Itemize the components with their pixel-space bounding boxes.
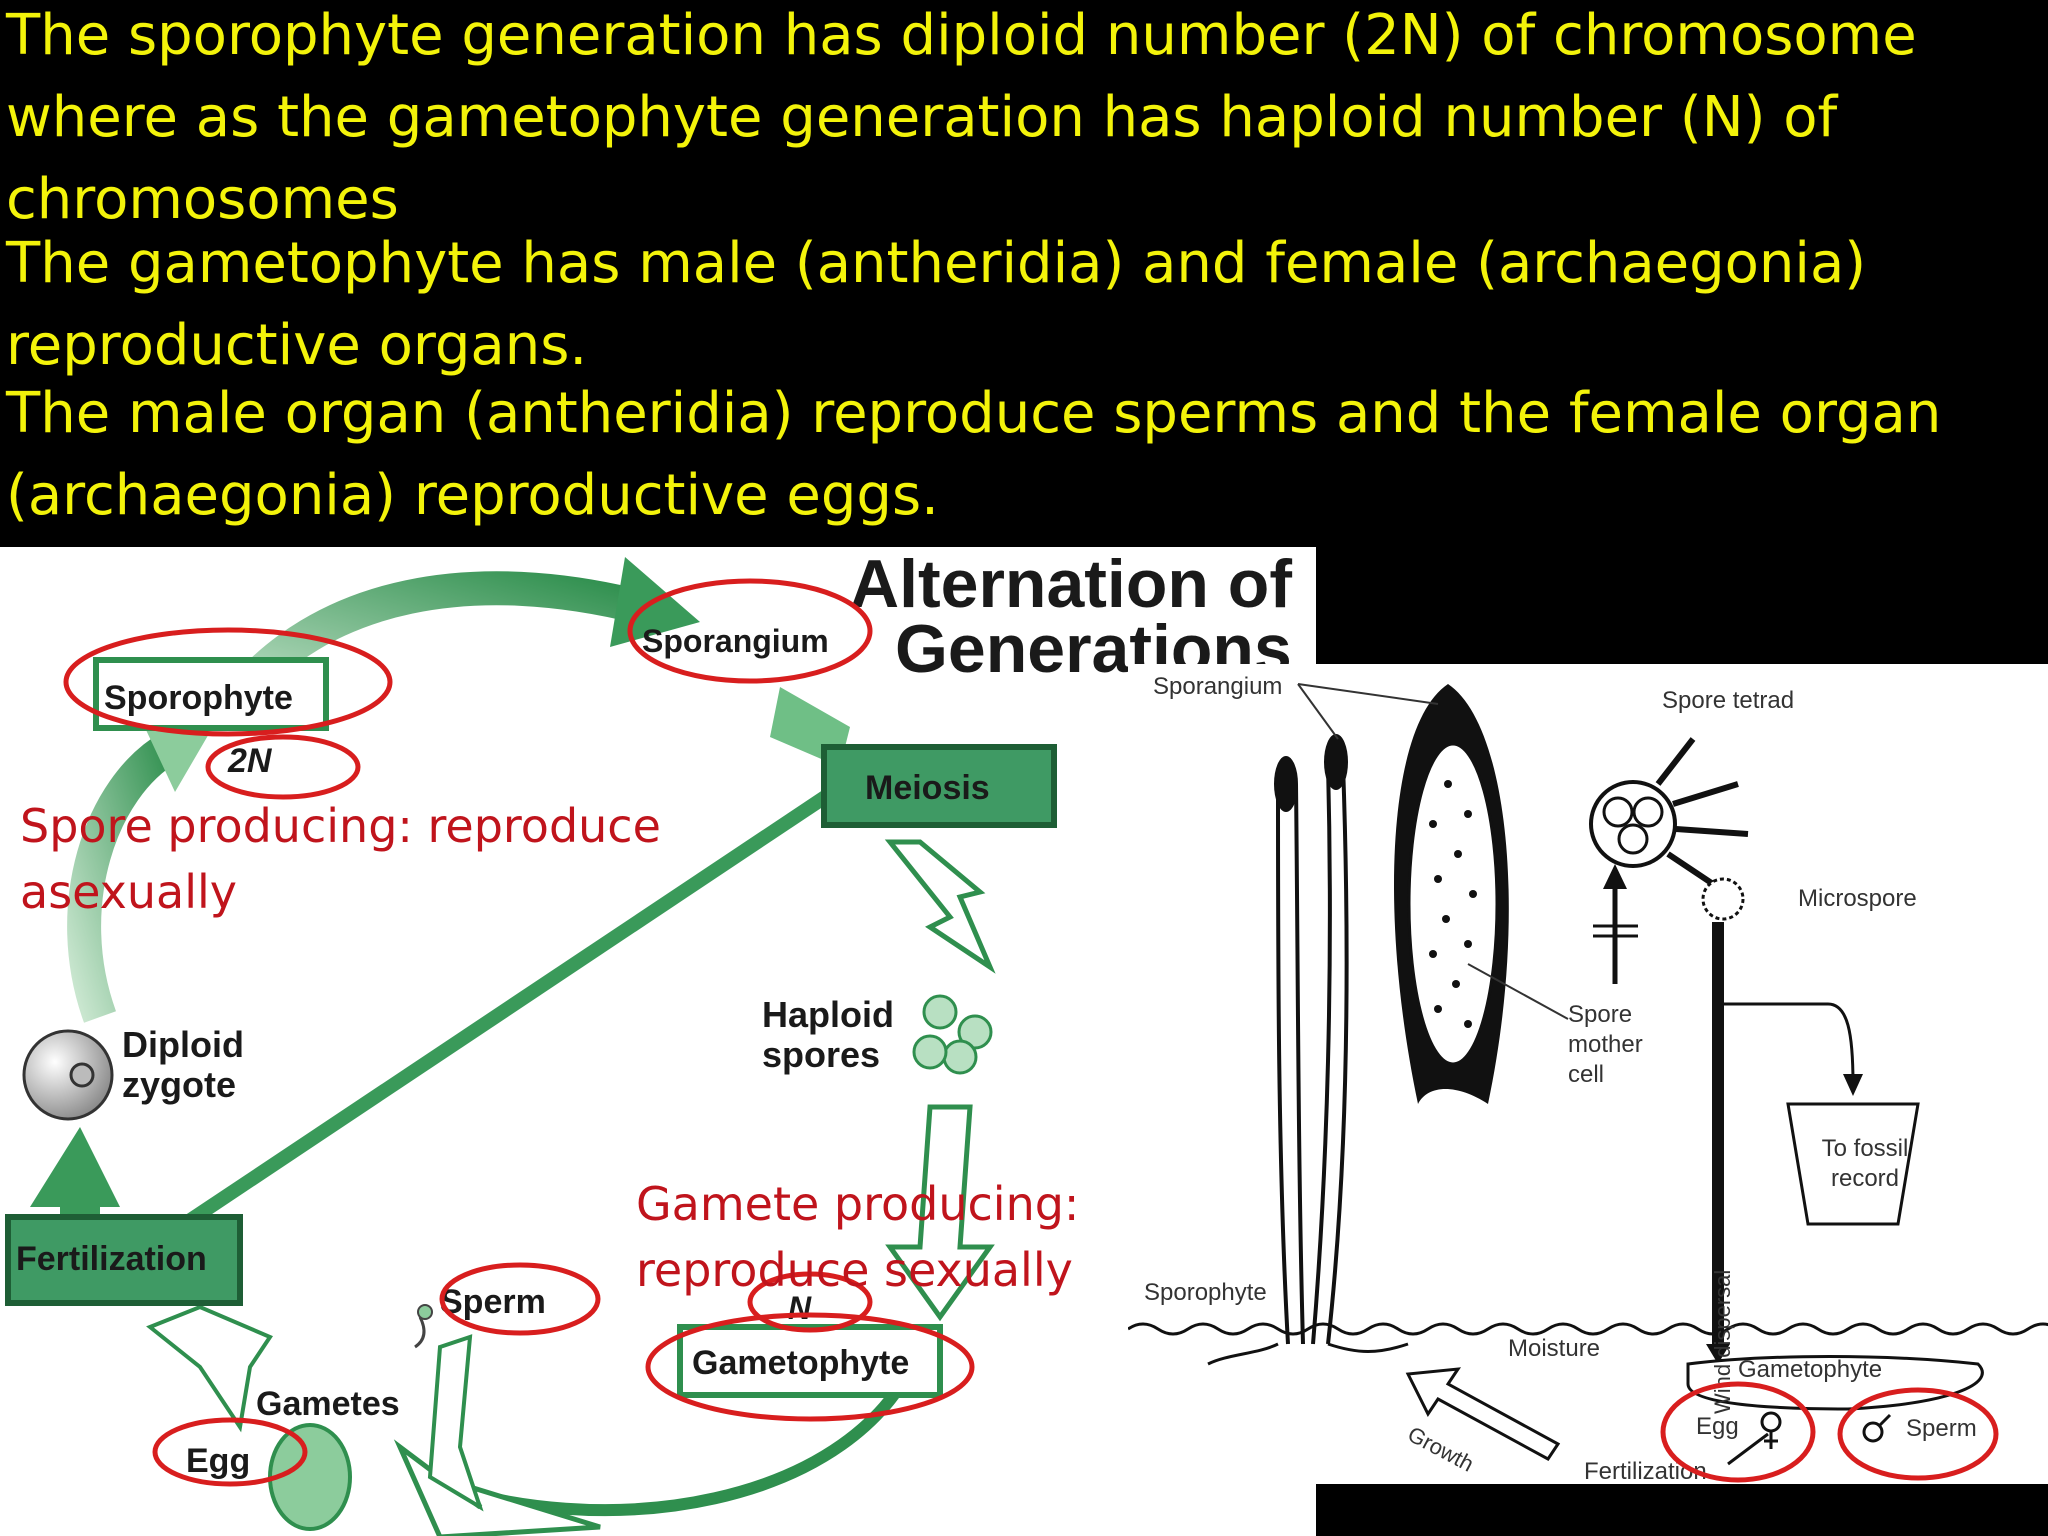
r-spore-mother-1: Spore — [1568, 1001, 1632, 1028]
n-label: N — [788, 1290, 812, 1326]
cycle-svg: Sporophyte 2N Sporangium Alternation of … — [5, 547, 1292, 1536]
title-line-1: Alternation of — [850, 547, 1292, 622]
right-outline-arrow — [885, 1104, 995, 1322]
circle-gametophyte — [645, 1312, 975, 1422]
male-symbol-icon — [1862, 1421, 1884, 1443]
circle-2n — [205, 734, 361, 800]
r-sporangium-label: Sporangium — [1153, 673, 1282, 700]
fossil-record-box — [1786, 1102, 1920, 1226]
growth-arrow — [1405, 1367, 1561, 1461]
ground-line — [1128, 1322, 2048, 1336]
sporophyte-label: Sporophyte — [104, 679, 293, 717]
r-microspore-label: Microspore — [1798, 885, 1917, 912]
female-symbol-icon — [1760, 1411, 1782, 1433]
r-wind-dispersal: Wind dispersal — [1710, 1270, 1735, 1414]
text-line-1: The sporophyte generation has diploid nu… — [6, 3, 1917, 68]
gametes-arrow-right — [427, 1334, 484, 1512]
sporophyte-stalk-left — [1276, 783, 1290, 1345]
r-spore-tetrad-label: Spore tetrad — [1662, 687, 1794, 714]
circle-sperm — [439, 1262, 601, 1336]
r-fossil-2: record — [1831, 1165, 1899, 1192]
diagonal-line — [176, 781, 844, 1233]
zygote-label-1: Diploid — [122, 1024, 244, 1065]
circle-egg — [152, 1417, 308, 1487]
moss-svg: Sporangium Spore tetrad Microspore Spore… — [1128, 673, 2048, 1484]
two-n-label: 2N — [227, 742, 273, 780]
microspore-icon — [1701, 877, 1745, 921]
sporangium-label: Sporangium — [642, 623, 829, 659]
r-gametophyte-label: Gametophyte — [1738, 1356, 1882, 1383]
r-sperm-label: Sperm — [1906, 1415, 1977, 1442]
meiosis-box — [821, 744, 1057, 828]
annotation-gamete-line1: Gamete producing: — [636, 1177, 1080, 1231]
gametes-arrow-left — [146, 1304, 273, 1433]
annotation-gamete-line2: reproduce sexually — [636, 1243, 1073, 1297]
circle-sperm-right — [1837, 1387, 1999, 1481]
meiosis-label: Meiosis — [865, 769, 990, 807]
r-sporophyte-label: Sporophyte — [1144, 1279, 1267, 1306]
zygote-icon — [22, 1029, 114, 1121]
gametophyte-blob — [1686, 1355, 1984, 1411]
text-line-7: (archaegonia) reproductive eggs. — [6, 463, 939, 528]
spore-arrow — [884, 839, 996, 974]
left-arrowhead — [140, 717, 210, 792]
r-spore-mother-2: mother — [1568, 1031, 1643, 1058]
haploid-label-2: spores — [762, 1034, 880, 1075]
egg-label: Egg — [186, 1442, 250, 1480]
circle-egg-right — [1660, 1381, 1816, 1483]
text-line-5: reproductive organs. — [6, 313, 588, 378]
text-line-3: chromosomes — [6, 167, 399, 232]
r-fossil-1: To fossil — [1822, 1135, 1909, 1162]
gametophyte-box — [677, 1324, 943, 1398]
r-growth-label: Growth — [1404, 1421, 1478, 1476]
circle-sporophyte — [63, 627, 393, 737]
r-moisture-label: Moisture — [1508, 1335, 1600, 1362]
alternation-of-generations-diagram: Sporophyte 2N Sporangium Alternation of … — [0, 547, 1316, 1536]
sporophyte-stalk-right — [1311, 763, 1332, 1345]
text-line-2: where as the gametophyte generation has … — [6, 85, 1838, 150]
r-egg-label: Egg — [1696, 1413, 1739, 1440]
fertilization-label: Fertilization — [16, 1240, 207, 1278]
r-spore-mother-3: cell — [1568, 1061, 1604, 1088]
left-arrow — [67, 732, 180, 1023]
circle-n — [747, 1271, 873, 1333]
zygote-label-2: zygote — [122, 1064, 236, 1105]
haploid-label-1: Haploid — [762, 994, 894, 1035]
gametes-label: Gametes — [256, 1385, 400, 1423]
capsule-right — [1324, 734, 1348, 790]
annotation-spore-line1: Spore producing: reproduce — [20, 799, 661, 853]
sperm-icon — [414, 1316, 426, 1349]
moss-life-cycle-diagram: Sporangium Spore tetrad Microspore Spore… — [1128, 664, 2048, 1484]
gametophyte-label: Gametophyte — [692, 1344, 909, 1382]
text-line-4: The gametophyte has male (antheridia) an… — [6, 231, 1867, 296]
sperm-label: Sperm — [440, 1283, 546, 1321]
fertilization-box — [5, 1214, 243, 1306]
capsule-left — [1274, 756, 1298, 812]
annotation-spore-line2: asexually — [20, 865, 237, 919]
sporophyte-box — [93, 657, 329, 731]
text-line-6: The male organ (antheridia) reproduce sp… — [6, 381, 1942, 446]
r-fertilization-label: Fertilization — [1584, 1458, 1707, 1484]
circle-sporangium — [627, 578, 873, 684]
